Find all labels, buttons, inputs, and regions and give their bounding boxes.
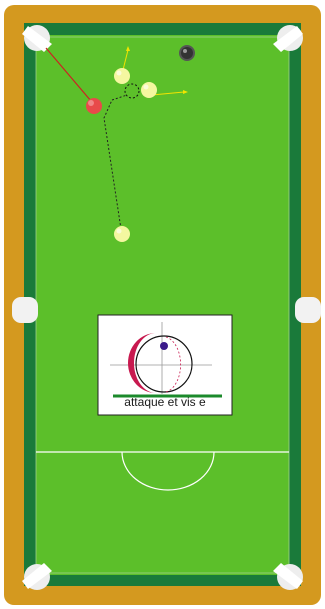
pocket-middle-right <box>295 297 321 323</box>
pocket-middle-left <box>12 297 38 323</box>
cue-ball-right[interactable] <box>141 82 157 98</box>
table-cloth <box>36 35 289 575</box>
red-object-ball[interactable] <box>86 98 102 114</box>
spin-diagram-caption: attaque et vis e <box>98 395 232 409</box>
cue-ball-bottom[interactable] <box>114 226 130 242</box>
black-ball[interactable] <box>179 45 195 61</box>
spin-point <box>160 342 168 350</box>
cue-ball-top[interactable] <box>114 68 130 84</box>
